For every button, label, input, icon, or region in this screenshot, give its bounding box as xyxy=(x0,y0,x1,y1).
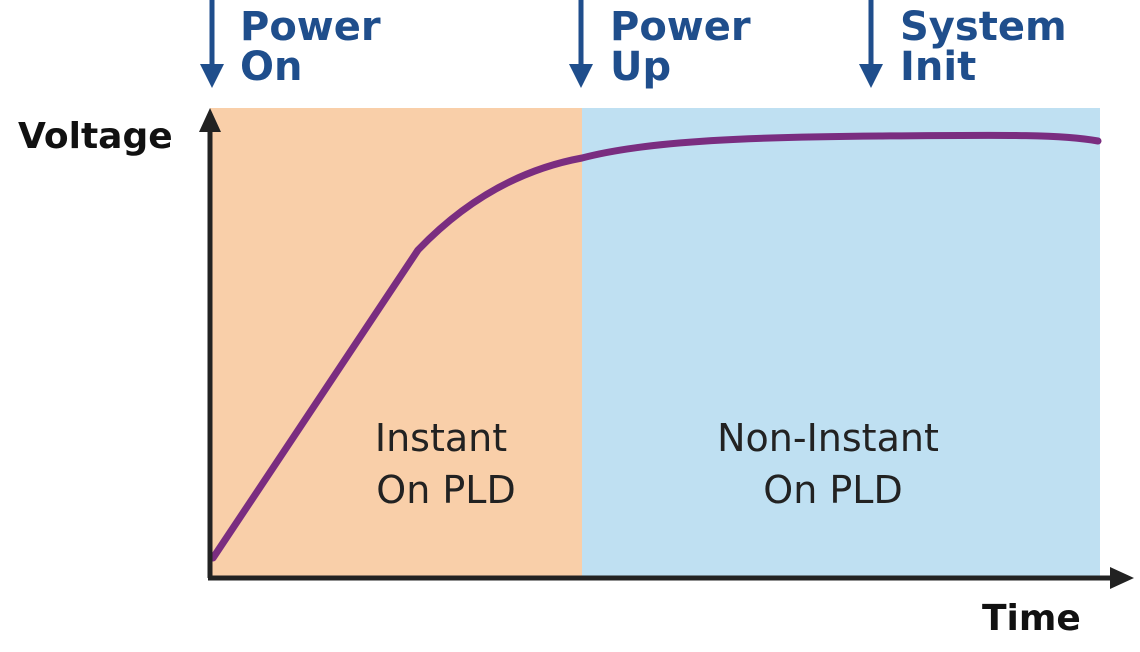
annotation-system-init: System Init xyxy=(859,0,1067,90)
non-instant-on-region xyxy=(582,108,1100,578)
annotation-line2: On xyxy=(240,44,302,90)
non-instant-on-label: Non-Instant On PLD xyxy=(717,416,939,512)
annotation-power-on: Power On xyxy=(200,0,381,90)
arrow-down-icon xyxy=(859,0,883,88)
x-axis-arrowhead-icon xyxy=(1110,567,1134,589)
region-label-line1: Non-Instant xyxy=(717,416,939,460)
region-label-line1: Instant xyxy=(375,416,507,460)
annotation-power-up: Power Up xyxy=(569,0,751,90)
region-label-line2: On PLD xyxy=(763,468,902,512)
y-axis-label: Voltage xyxy=(18,116,173,157)
annotation-line1: Power xyxy=(240,4,381,50)
instant-on-region xyxy=(210,108,582,578)
annotation-line1: System xyxy=(900,4,1067,50)
x-axis-label: Time xyxy=(982,598,1081,639)
instant-on-label: Instant On PLD xyxy=(375,416,516,512)
y-axis-arrowhead-icon xyxy=(199,108,221,132)
annotation-line2: Up xyxy=(610,44,671,90)
arrow-down-icon xyxy=(200,0,224,88)
region-label-line2: On PLD xyxy=(376,468,515,512)
annotation-line1: Power xyxy=(610,4,751,50)
arrow-down-icon xyxy=(569,0,593,88)
voltage-curve xyxy=(209,131,1102,562)
annotation-line2: Init xyxy=(900,44,976,90)
